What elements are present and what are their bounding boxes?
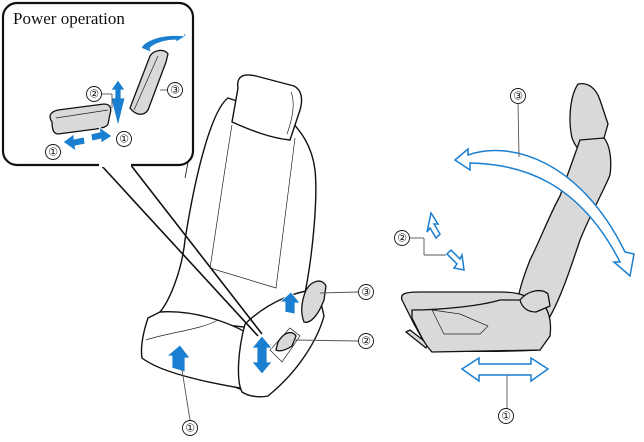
- label-circle: [86, 86, 102, 102]
- lifter-arrow-icon: [251, 335, 273, 375]
- recline-callout-arrow-icon: [140, 30, 187, 53]
- callout-tail-gap: [99, 160, 131, 167]
- slide-back-arrow-icon: [62, 133, 86, 152]
- side-label-1: ①: [501, 410, 511, 423]
- label-circle: [394, 230, 410, 246]
- side-seat-illustration: ③ ② ①: [394, 82, 635, 424]
- label-circle: [45, 144, 61, 160]
- cushion-switch: [49, 103, 112, 135]
- callout-label-2: ②: [89, 88, 99, 101]
- leader-line: [181, 369, 191, 421]
- callout-title: Power operation: [13, 9, 125, 28]
- label-circle: [358, 333, 374, 349]
- side-base: [411, 299, 552, 353]
- callout-pointer: [99, 163, 263, 337]
- side-label-2: ②: [397, 232, 407, 245]
- lifter-switch: [275, 331, 297, 352]
- side-backrest: [515, 137, 612, 321]
- seat-headrest: [231, 74, 303, 141]
- lift-down-arrow-icon: [445, 248, 465, 271]
- label-circle: [498, 408, 514, 424]
- label-circle: [510, 88, 526, 104]
- front-label-1: ①: [185, 422, 195, 435]
- leader-line: [319, 291, 359, 294]
- side-recline-lever: [519, 289, 551, 313]
- headrest-seam: [286, 91, 294, 135]
- side-label-3: ③: [513, 90, 523, 103]
- label-circle: [358, 284, 374, 300]
- front-label-2: ②: [361, 335, 371, 348]
- slide-forward-arrow-icon: [90, 126, 113, 144]
- side-slide-arrow-icon: [460, 356, 550, 383]
- leader-line: [293, 339, 359, 342]
- slide-arrow-icon: [165, 344, 191, 373]
- backrest-panel-line: [209, 124, 296, 289]
- callout-label-3: ③: [170, 84, 180, 97]
- switch-edge: [133, 55, 159, 111]
- front-seat-illustration: ① ② ③: [140, 74, 374, 436]
- label-circle: [182, 420, 198, 436]
- front-label-3: ③: [361, 286, 371, 299]
- callout-label-1-right: ①: [119, 133, 129, 146]
- recline-switch: [301, 280, 327, 323]
- recline-arc-arrow-icon: [453, 147, 635, 278]
- label-circle: [116, 131, 132, 147]
- cushion-seam: [145, 319, 219, 341]
- height-arrow-icon: [110, 79, 126, 127]
- power-operation-callout: ① ② ③ ①: [1, 1, 263, 337]
- switch-edge: [55, 109, 109, 119]
- leader-line: [517, 102, 520, 158]
- label-circle: [167, 82, 183, 98]
- recline-arrow-icon: [278, 291, 301, 315]
- lift-up-arrow-icon: [426, 211, 441, 240]
- side-switch-recess: [431, 309, 489, 335]
- callout-label-1-left: ①: [48, 146, 58, 159]
